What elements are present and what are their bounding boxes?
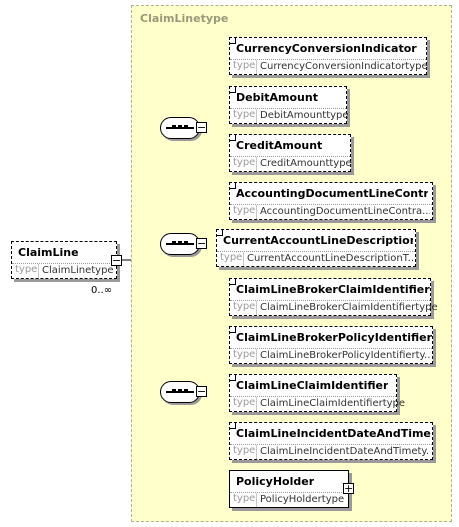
element-name: ClaimLine xyxy=(18,246,79,259)
collapse-toggle-icon[interactable]: − xyxy=(196,237,207,250)
element-name: ClaimLineBrokerClaimIdentifier xyxy=(236,283,430,296)
type-label: type xyxy=(233,349,256,360)
element-claimline-claim-identifier[interactable]: ClaimLineClaimIdentifier type ClaimLineC… xyxy=(229,374,405,412)
type-label: type xyxy=(233,205,256,216)
sequence-compositor-2[interactable] xyxy=(160,233,200,255)
type-value: PolicyHoldertype xyxy=(260,494,345,505)
element-claimline-broker-policy-identifier[interactable]: ClaimLineBrokerPolicyIdentifier type Cla… xyxy=(229,326,433,364)
expand-toggle-icon[interactable]: + xyxy=(343,482,354,495)
complex-type-title: ClaimLinetype xyxy=(140,12,229,25)
root-element-claimline[interactable]: ClaimLine type ClaimLinetype xyxy=(11,241,117,279)
sequence-compositor-1[interactable] xyxy=(160,117,200,139)
element-name: CreditAmount xyxy=(236,139,323,152)
element-name: PolicyHolder xyxy=(236,475,315,488)
type-label: type xyxy=(233,493,256,504)
type-value: ClaimLineBrokerClaimIdentifiertype xyxy=(260,302,438,313)
type-label: type xyxy=(233,157,256,168)
element-debit-amount[interactable]: DebitAmount type DebitAmounttype xyxy=(229,86,349,124)
type-label: type xyxy=(233,109,256,120)
type-label: type xyxy=(233,60,256,71)
element-name: CurrencyConversionIndicator xyxy=(236,42,417,55)
type-label: type xyxy=(220,252,243,263)
element-name: AccountingDocumentLineContr... xyxy=(236,187,428,200)
element-current-account-line-description[interactable]: CurrentAccountLineDescription... type Cu… xyxy=(216,229,416,267)
collapse-toggle-icon[interactable]: − xyxy=(111,254,122,267)
type-value: ClaimLineBrokerPolicyIdentifierty... xyxy=(260,350,430,361)
type-value: CurrentAccountLineDescriptionT... xyxy=(247,253,413,264)
type-value: CurrencyConversionIndicatortype xyxy=(260,61,428,72)
type-label: type xyxy=(233,301,256,312)
element-claimline-broker-claim-identifier[interactable]: ClaimLineBrokerClaimIdentifier type Clai… xyxy=(229,278,438,316)
element-name: ClaimLineClaimIdentifier xyxy=(236,379,389,392)
type-label: type xyxy=(15,264,38,275)
type-value: DebitAmounttype xyxy=(260,110,349,121)
type-label: type xyxy=(233,397,256,408)
element-name: CurrentAccountLineDescription... xyxy=(223,234,413,247)
type-value: ClaimLineClaimIdentifiertype xyxy=(260,398,406,409)
element-name: ClaimLineBrokerPolicyIdentifier xyxy=(236,331,433,344)
element-claimline-incident-date-and-time[interactable]: ClaimLineIncidentDateAndTime type ClaimL… xyxy=(229,422,433,460)
type-value: ClaimLineIncidentDateAndTimety... xyxy=(260,446,430,457)
element-credit-amount[interactable]: CreditAmount type CreditAmounttype xyxy=(229,134,352,172)
type-label: type xyxy=(233,445,256,456)
element-policy-holder[interactable]: PolicyHolder type PolicyHoldertype xyxy=(229,470,349,508)
element-name: ClaimLineIncidentDateAndTime xyxy=(236,427,431,440)
type-value: AccountingDocumentLineContra... xyxy=(260,206,430,217)
element-accounting-document-line[interactable]: AccountingDocumentLineContr... type Acco… xyxy=(229,182,433,220)
occurrence-label: 0..∞ xyxy=(91,285,113,296)
collapse-toggle-icon[interactable]: − xyxy=(196,385,207,398)
collapse-toggle-icon[interactable]: − xyxy=(196,121,207,134)
element-currency-conversion-indicator[interactable]: CurrencyConversionIndicator type Currenc… xyxy=(229,37,428,75)
type-value: CreditAmounttype xyxy=(260,158,352,169)
type-value: ClaimLinetype xyxy=(42,265,114,276)
element-name: DebitAmount xyxy=(236,91,318,104)
sequence-compositor-3[interactable] xyxy=(160,381,200,403)
